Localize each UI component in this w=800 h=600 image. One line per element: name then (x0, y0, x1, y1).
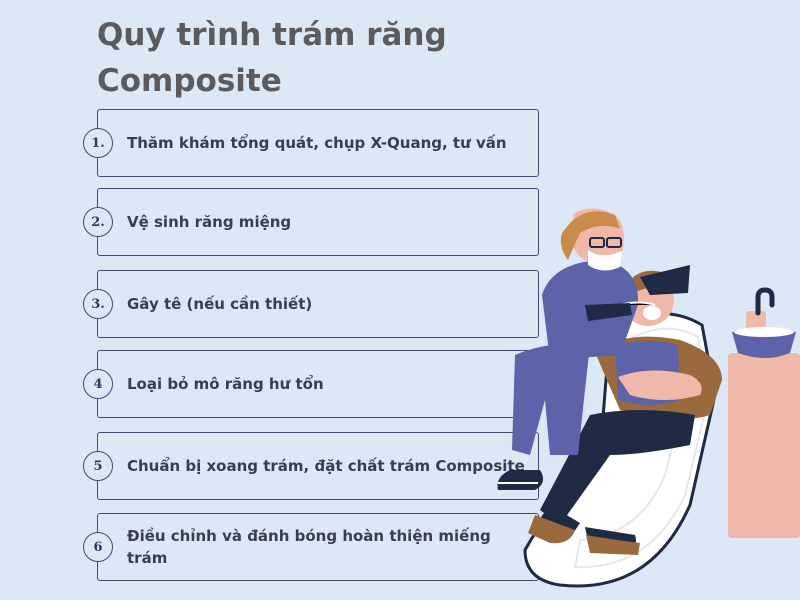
step-5: 5 Chuẩn bị xoang trám, đặt chất trám Com… (83, 432, 539, 500)
dental-sink (728, 287, 800, 538)
dentist-illustration (497, 208, 800, 588)
step-number: 3. (83, 289, 113, 319)
step-3: 3. Gây tê (nếu cần thiết) (83, 270, 539, 338)
step-number: 2. (83, 207, 113, 237)
step-2: 2. Vệ sinh răng miệng (83, 188, 539, 256)
step-4: 4 Loại bỏ mô răng hư tổn (83, 350, 539, 418)
step-6: 6 Điều chỉnh và đánh bóng hoàn thiện miế… (83, 513, 539, 581)
step-label: Loại bỏ mô răng hư tổn (127, 375, 324, 393)
page-title: Quy trình trám răng Composite (97, 17, 447, 99)
step-label: Điều chỉnh và đánh bóng hoàn thiện miếng… (127, 527, 491, 567)
step-number: 1. (83, 128, 113, 158)
step-number: 6 (83, 532, 113, 562)
dentist (497, 208, 690, 490)
step-number: 4 (83, 369, 113, 399)
step-number: 5 (83, 451, 113, 481)
step-label: Gây tê (nếu cần thiết) (127, 295, 313, 313)
step-1: 1. Thăm khám tổng quát, chụp X-Quang, tư… (83, 109, 539, 177)
step-label: Vệ sinh răng miệng (127, 213, 292, 231)
step-label: Chuẩn bị xoang trám, đặt chất trám Compo… (127, 457, 525, 475)
step-label: Thăm khám tổng quát, chụp X-Quang, tư vấ… (127, 134, 507, 152)
